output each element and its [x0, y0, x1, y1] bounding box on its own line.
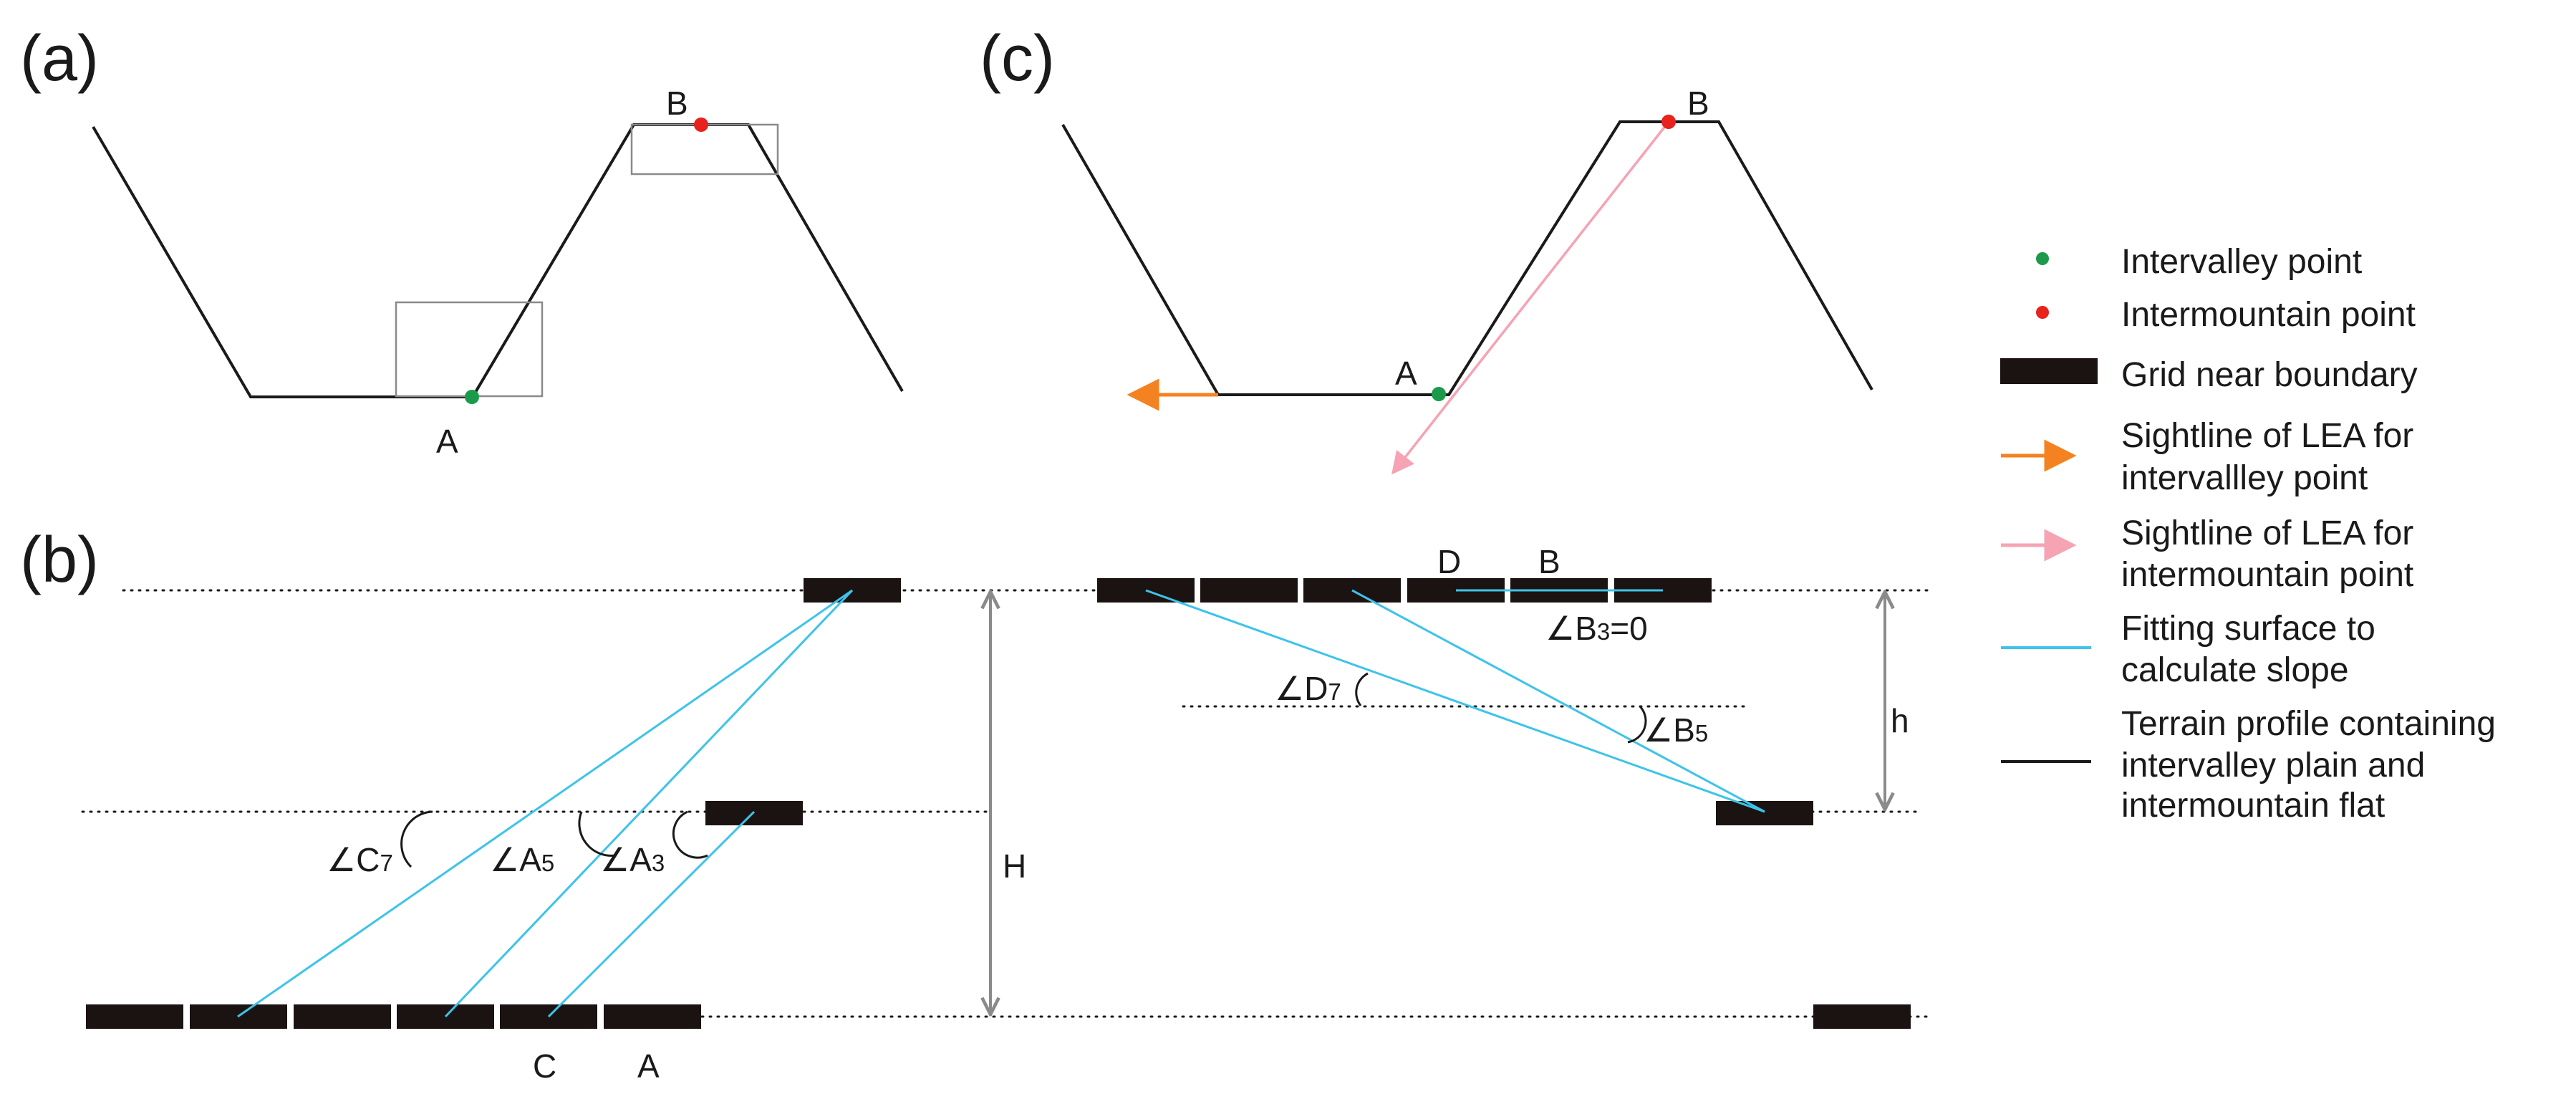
- grid-cell: [294, 1004, 391, 1029]
- angle-arc-c7: [400, 810, 433, 868]
- grid-cell: [1813, 1004, 1911, 1029]
- legend: Intervalley point Intermountain point Gr…: [2000, 243, 2496, 825]
- legend-label-terrain-3: intermountain flat: [2121, 787, 2385, 825]
- terrain-profile-c: [1061, 120, 1873, 396]
- angle-arc-a5: [578, 811, 617, 857]
- legend-label-fitting-1: Fitting surface to: [2121, 610, 2375, 648]
- legend-label-terrain-1: Terrain profile containing: [2121, 705, 2496, 743]
- angle-arc-d7: [1355, 672, 1369, 706]
- point-a-label: A: [436, 423, 458, 460]
- cell-d-label: D: [1437, 543, 1461, 580]
- legend-label-sightline-intervalley-1: Sightline of LEA for: [2121, 417, 2413, 455]
- panel-c-label: (c): [980, 23, 1055, 95]
- cell-b-label: B: [1538, 543, 1560, 580]
- grid-cell-a: [604, 1004, 701, 1029]
- point-b-label: B: [666, 85, 688, 122]
- panel-c: (c) A B: [980, 23, 1873, 475]
- intermountain-point-b: [1661, 115, 1676, 129]
- grid-cell: [86, 1004, 183, 1029]
- fit-line-b5: [1351, 589, 1765, 813]
- cell-c-label: C: [533, 1047, 556, 1085]
- legend-label-intervalley: Intervalley point: [2121, 243, 2362, 281]
- angle-b3-label: ∠B3=0: [1545, 610, 1648, 647]
- height-h-small-label: h: [1891, 702, 1909, 739]
- legend-label-intermountain: Intermountain point: [2121, 296, 2416, 334]
- legend-label-sightline-intermountain-2: intermountain point: [2121, 556, 2413, 594]
- grid-cell: [1200, 578, 1298, 603]
- cell-a-label: A: [637, 1047, 660, 1085]
- panel-a-label: (a): [20, 23, 99, 95]
- intervalley-point-a: [465, 390, 479, 404]
- grid-cell: [1716, 801, 1813, 825]
- angle-d7-label: ∠D7: [1275, 670, 1341, 707]
- height-h-big-label: H: [1003, 848, 1026, 885]
- intervalley-point-a: [1432, 387, 1446, 401]
- green-dot-icon: [2036, 252, 2049, 265]
- panel-b-label: (b): [20, 524, 99, 596]
- intermountain-point-b: [694, 117, 708, 132]
- fit-line-d7: [1145, 589, 1765, 813]
- point-b-label: B: [1687, 85, 1709, 122]
- angle-a5-label: ∠A5: [490, 841, 554, 878]
- panel-a: (a) A B: [20, 23, 904, 460]
- fit-line-a5: [444, 589, 854, 1018]
- legend-label-fitting-2: calculate slope: [2121, 651, 2349, 689]
- panel-b: (b): [20, 524, 1929, 1085]
- angle-arc-b5: [1627, 705, 1647, 744]
- angle-c7-label: ∠C7: [327, 841, 393, 878]
- legend-label-sightline-intermountain-1: Sightline of LEA for: [2121, 514, 2413, 552]
- angle-b5-label: ∠B5: [1644, 711, 1708, 749]
- sightline-intermountain: [1391, 120, 1670, 475]
- black-bar-icon: [2000, 358, 2098, 384]
- angle-a3-label: ∠A3: [600, 841, 665, 878]
- terrain-profile-a: [92, 123, 904, 398]
- legend-label-terrain-2: intervalley plain and: [2121, 747, 2425, 784]
- fit-line-c7: [237, 589, 853, 1018]
- red-dot-icon: [2036, 306, 2049, 319]
- legend-label-sightline-intervalley-2: intervallley point: [2121, 459, 2368, 497]
- zoom-box-intermountain: [630, 123, 779, 176]
- angle-arc-a3: [672, 810, 708, 859]
- legend-label-grid: Grid near boundary: [2121, 356, 2418, 394]
- point-a-label: A: [1395, 355, 1417, 392]
- fit-line-a3: [547, 810, 756, 1018]
